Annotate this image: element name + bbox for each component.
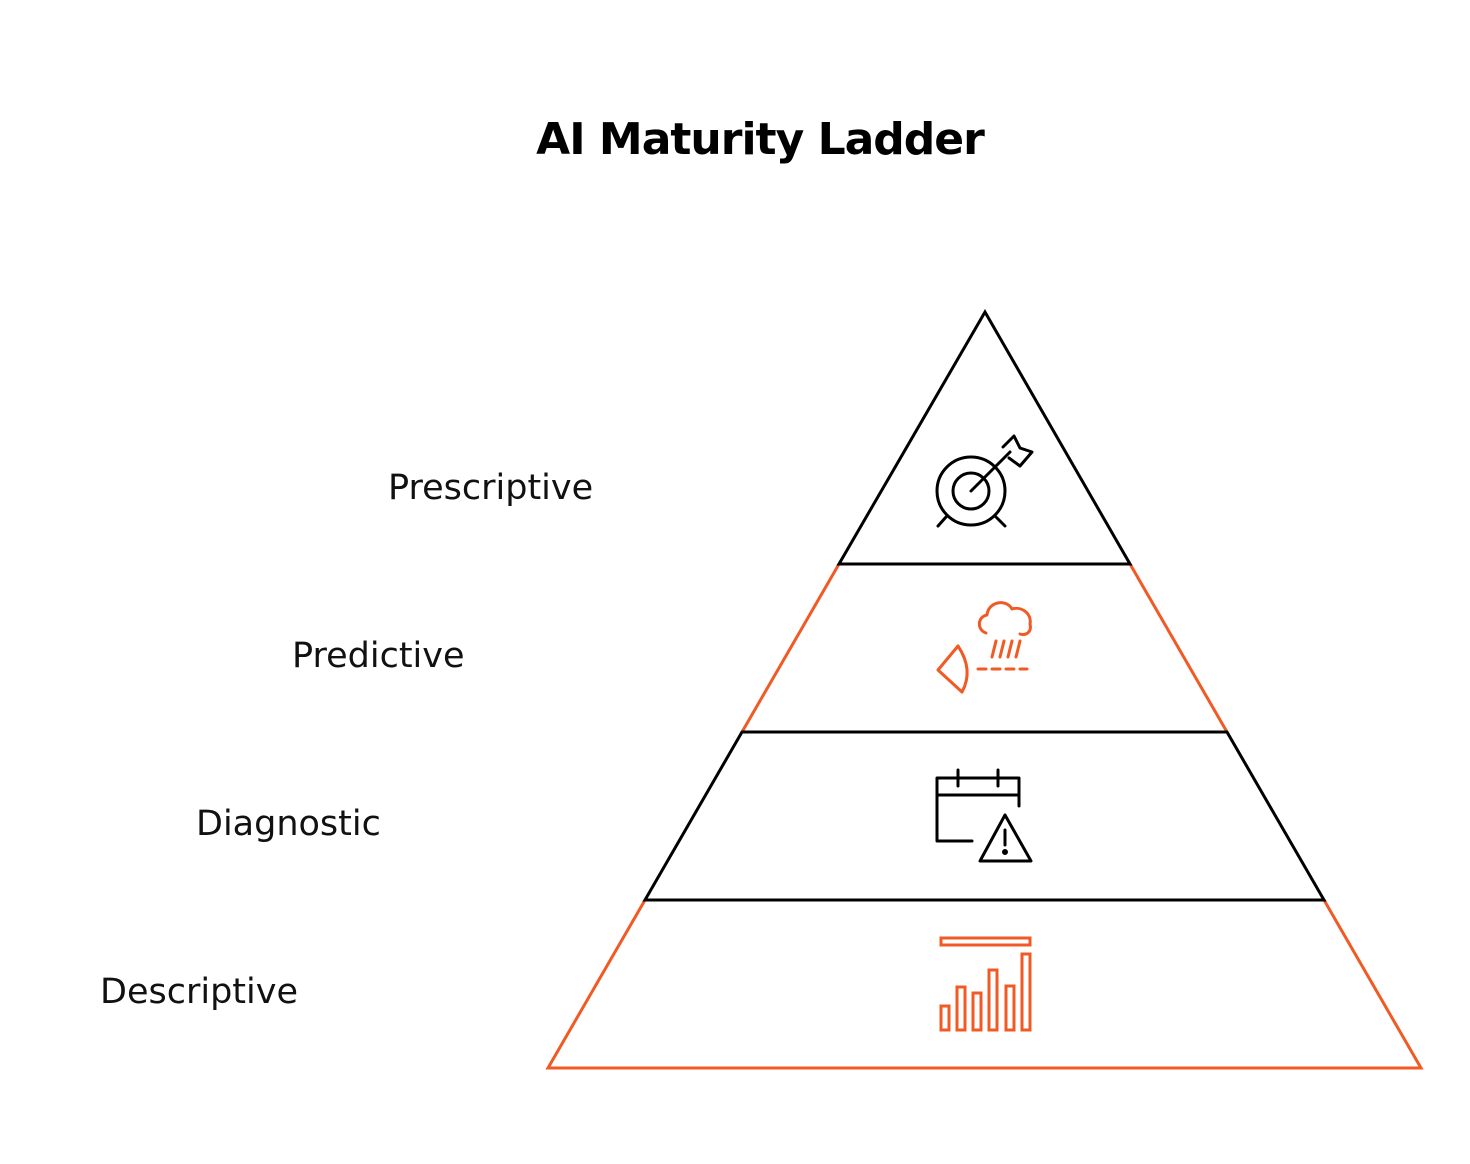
target-arrow-icon xyxy=(935,434,1034,528)
pyramid-tier-descriptive xyxy=(545,898,1424,1070)
tier-label-predictive: Predictive xyxy=(292,636,465,676)
diagram-title: AI Maturity Ladder xyxy=(536,114,985,165)
tier-label-descriptive: Descriptive xyxy=(100,972,298,1012)
pyramid-tier-prescriptive xyxy=(836,309,1133,566)
calendar-warning-icon xyxy=(935,768,1033,863)
pyramid-tier-diagnostic xyxy=(642,730,1327,902)
bar-chart-icon xyxy=(939,936,1032,1032)
weather-forecast-icon xyxy=(936,601,1032,694)
pyramid-tier-predictive xyxy=(739,562,1230,734)
tier-label-prescriptive: Prescriptive xyxy=(388,468,594,508)
tier-label-diagnostic: Diagnostic xyxy=(196,804,381,844)
